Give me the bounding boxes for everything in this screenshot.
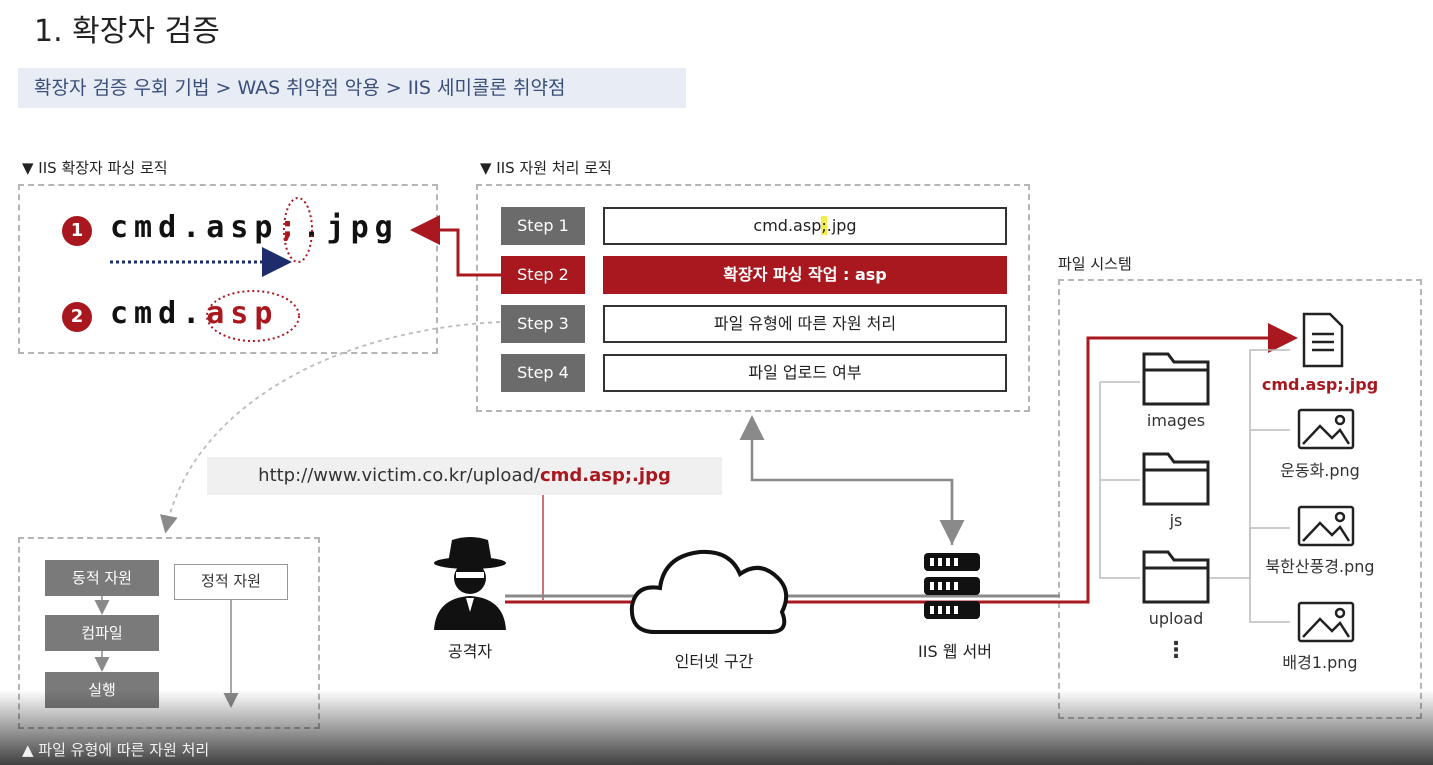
step-number-2: 2 xyxy=(62,302,92,332)
attacker-icon xyxy=(434,537,506,630)
url-filename: cmd.asp;.jpg xyxy=(539,465,671,486)
step-3-label: Step 3 xyxy=(501,305,585,343)
resource-box xyxy=(476,184,1030,412)
semicolon-highlight-ellipse xyxy=(283,197,313,263)
asp-highlight-ellipse xyxy=(206,290,300,342)
folder-images-label: images xyxy=(1146,411,1206,430)
step-1-box: cmd.asp;.jpg xyxy=(603,207,1007,245)
server-label: IIS 웹 서버 xyxy=(918,642,992,661)
step-1-label: Step 1 xyxy=(501,207,585,245)
step-4-label: Step 4 xyxy=(501,354,585,392)
filename-base: cmd.asp xyxy=(110,210,279,245)
uploaded-file-label: cmd.asp;.jpg xyxy=(1261,375,1379,394)
folder-icon-upload xyxy=(1142,550,1210,604)
parsing-filename-2: cmd.asp xyxy=(110,296,278,331)
image-icon-2 xyxy=(1297,505,1355,547)
resource-label: ▼ IIS 자원 처리 로직 xyxy=(480,159,612,177)
folder-js-label: js xyxy=(1169,511,1183,530)
step-2-label: Step 2 xyxy=(501,256,585,294)
server-icon xyxy=(924,553,980,619)
file-label-1: 운동화.png xyxy=(1280,461,1360,480)
attacker-label: 공격자 xyxy=(447,642,493,661)
parsing-label: ▼ IIS 확장자 파싱 로직 xyxy=(22,159,168,177)
document-icon xyxy=(1302,312,1344,368)
breadcrumb: 확장자 검증 우회 기법 > WAS 취약점 악용 > IIS 세미콜론 취약점 xyxy=(18,68,686,108)
step-number-1: 1 xyxy=(62,216,92,246)
cloud-icon xyxy=(629,549,789,634)
parsed-extension: asp xyxy=(206,296,279,331)
upload-path-red-line xyxy=(505,323,1298,604)
step-1-semicolon: ; xyxy=(821,216,827,235)
filesystem-label: 파일 시스템 xyxy=(1058,255,1132,273)
step-3-box: 파일 유형에 따른 자원 처리 xyxy=(603,305,1007,343)
folder-upload-label: upload xyxy=(1148,609,1204,628)
internet-label: 인터넷 구간 xyxy=(674,652,754,671)
step-2-box: 확장자 파싱 작업 : asp xyxy=(603,256,1007,294)
step-1-text-base: cmd.asp xyxy=(753,216,822,235)
page-title: 1. 확장자 검증 xyxy=(34,14,220,49)
image-icon-1 xyxy=(1297,408,1355,450)
step-4-box: 파일 업로드 여부 xyxy=(603,354,1007,392)
step2-to-parsing-arrow xyxy=(410,215,501,277)
processing-label-overlay: ▲ 파일 유형에 따른 자원 처리 xyxy=(22,741,210,759)
request-url: http://www.victim.co.kr/upload/cmd.asp;.… xyxy=(207,457,722,495)
file-label-3: 배경1.png xyxy=(1282,653,1358,672)
image-icon-3 xyxy=(1297,601,1355,643)
compile-step: 컴파일 xyxy=(45,615,159,651)
parsing-filename-1: cmd.asp;.jpg xyxy=(110,210,399,245)
step-1-text-ext: .jpg xyxy=(826,216,857,235)
server-to-resource-connector xyxy=(739,415,954,545)
more-folders-ellipsis: ⋮ xyxy=(1165,638,1187,663)
step3-to-processing-curve xyxy=(160,321,501,534)
url-prefix: http://www.victim.co.kr/upload/ xyxy=(258,465,540,486)
folder-icon-js xyxy=(1142,452,1210,506)
folder-icon-images xyxy=(1142,352,1210,406)
filename-prefix: cmd. xyxy=(110,296,207,331)
folder-tree-lines xyxy=(1099,349,1290,623)
semicolon-char: ; xyxy=(278,210,303,245)
filename-ext: .jpg xyxy=(302,210,399,245)
static-resource: 정적 자원 xyxy=(174,564,288,600)
dynamic-resource: 동적 자원 xyxy=(45,560,159,596)
file-label-2: 북한산풍경.png xyxy=(1265,557,1375,576)
parsing-box xyxy=(18,184,438,354)
